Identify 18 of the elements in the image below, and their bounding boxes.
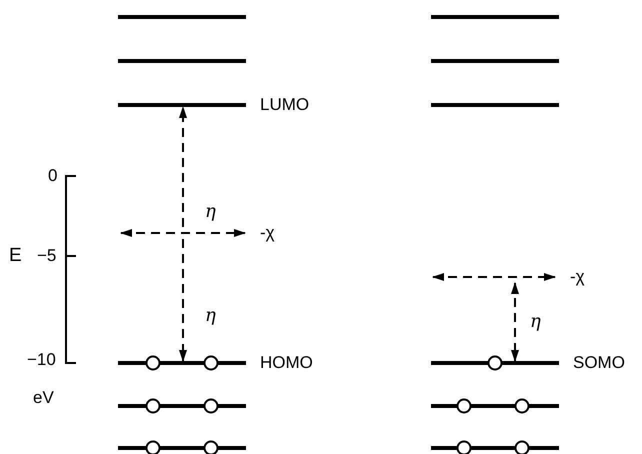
- dashed-double-arrow: [120, 227, 246, 239]
- level-label: LUMO: [260, 95, 310, 115]
- axis-tick-label: −10: [27, 350, 56, 370]
- dashed-arrow: [179, 106, 187, 227]
- unit-label: eV: [33, 388, 54, 408]
- axis-tick-label: −5: [37, 246, 56, 266]
- level-label: -χ: [570, 267, 585, 287]
- axis-tick-label: 0: [48, 166, 58, 186]
- level-label: HOMO: [260, 353, 313, 373]
- axis-title: E: [9, 246, 22, 266]
- dashed-arrow: [511, 282, 519, 362]
- edge-label: η: [205, 306, 216, 326]
- edge-label: η: [530, 312, 541, 332]
- level-label: SOMO: [573, 353, 625, 373]
- dashed-arrow: [179, 239, 187, 362]
- level-label: -χ: [260, 223, 275, 243]
- edge-label: η: [205, 202, 216, 222]
- dashed-double-arrow: [432, 271, 556, 283]
